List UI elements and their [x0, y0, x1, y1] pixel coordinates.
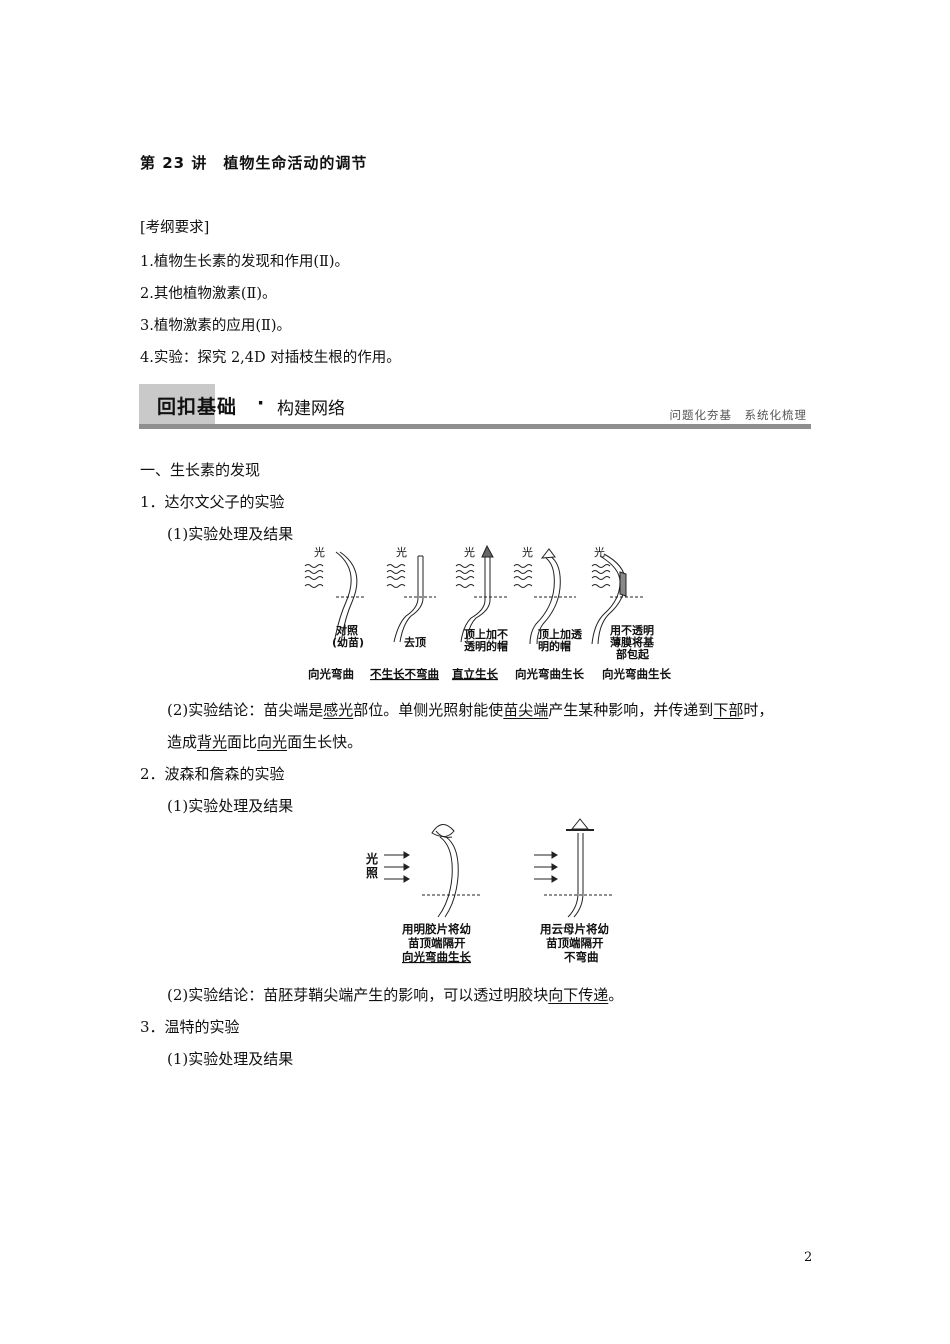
seedling-base-covered-icon [591, 553, 627, 645]
light-label: 光 [365, 851, 378, 866]
panel-description: 用明胶片将幼 [401, 922, 471, 936]
subsection-subheading: (1)实验处理及结果 [167, 525, 294, 543]
panel-description: 透明的帽 [464, 639, 508, 653]
subsection-heading: 2．波森和詹森的实验 [140, 765, 285, 783]
light-waves-icon [513, 564, 533, 588]
panel-description: 顶上加透 [538, 627, 583, 641]
seedling-gelatin-icon [431, 824, 459, 918]
darwin-conclusion-line2: 造成背光面比向光面生长快。 [167, 733, 363, 751]
panel-result: 向光弯曲生长 [402, 950, 471, 964]
light-label: 照 [366, 865, 378, 880]
banner-accent-box [139, 384, 215, 424]
banner-tagline: 问题化夯基 系统化梳理 [669, 408, 807, 422]
panel-description: 顶上加不 [464, 627, 508, 641]
panel-description: 用不透明 [610, 624, 654, 637]
page-number: 2 [804, 1250, 813, 1265]
boysen-conclusion: (2)实验结论：苗胚芽鞘尖端产生的影响，可以透过明胶块向下传递。 [167, 986, 624, 1004]
requirement-item: 4.实验：探究 2,4D 对插枝生根的作用。 [140, 350, 401, 366]
section-heading: 一、生长素的发现 [140, 461, 261, 479]
panel-result: 向光弯曲 [308, 667, 354, 681]
panel-description: 对照 [336, 623, 358, 637]
light-label: 光 [314, 545, 325, 559]
subsection-heading: 3．温特的实验 [140, 1018, 240, 1036]
panel-description: 明的帽 [538, 639, 571, 653]
requirements-heading: [考纲要求] [140, 220, 210, 236]
requirement-item: 3.植物激素的应用(Ⅱ)。 [140, 318, 292, 334]
light-arrows-icon [534, 851, 558, 883]
subsection-subheading: (1)实验处理及结果 [167, 797, 294, 815]
light-waves-icon [304, 564, 324, 588]
panel-result: 向光弯曲生长 [515, 667, 584, 681]
panel-description: (幼苗) [332, 635, 364, 649]
seedling-opaque-cap-icon [460, 544, 494, 643]
banner-subtitle: 构建网络 [277, 399, 345, 419]
panel-result: 直立生长 [452, 667, 498, 681]
panel-description: 苗顶端隔开 [408, 936, 466, 950]
light-waves-icon [455, 564, 475, 588]
panel-description: 苗顶端隔开 [546, 936, 604, 950]
requirement-item: 2.其他植物激素(Ⅱ)。 [140, 286, 277, 302]
panel-result: 向光弯曲生长 [602, 667, 671, 681]
section-banner: 回扣基础 · 构建网络 问题化夯基 系统化梳理 [139, 384, 811, 430]
seedling-transparent-cap-icon [529, 548, 561, 645]
lecture-title: 第 23 讲 植物生命活动的调节 [140, 154, 368, 172]
panel-result: 不弯曲 [564, 950, 599, 964]
light-label: 光 [464, 545, 475, 559]
light-arrows-icon [384, 851, 410, 883]
panel-description: 薄膜将基 [610, 635, 655, 649]
panel-result: 不生长不弯曲 [370, 667, 439, 681]
seedling-mica-icon [566, 818, 594, 918]
requirement-item: 1.植物生长素的发现和作用(Ⅱ)。 [140, 254, 350, 270]
light-label: 光 [396, 545, 407, 559]
panel-description: 去顶 [404, 635, 426, 649]
seedling-decapitated-icon [393, 555, 424, 643]
light-label: 光 [522, 545, 533, 559]
banner-title: 回扣基础 [157, 396, 238, 418]
boysen-experiment-figure: 光 照 用明胶片将幼 苗顶端隔开 向光弯曲生长 用云母片将幼 苗顶端隔开 不弯曲 [365, 818, 612, 964]
panel-description: 部包起 [616, 647, 650, 661]
banner-separator: · [257, 392, 265, 414]
banner-rule [139, 424, 811, 429]
darwin-experiment-figure: 光 光 光 光 光 对照 (幼苗) 去顶 顶上加不 透明的帽 顶上加透 明的帽 … [304, 544, 671, 681]
seedling-control-icon [333, 551, 358, 645]
light-label: 光 [594, 545, 605, 559]
panel-description: 用云母片将幼 [539, 922, 609, 936]
light-waves-icon [591, 564, 611, 588]
subsection-heading: 1．达尔文父子的实验 [140, 493, 285, 511]
subsection-subheading: (1)实验处理及结果 [167, 1050, 294, 1068]
darwin-conclusion-line1: (2)实验结论：苗尖端是感光部位。单侧光照射能使苗尖端产生某种影响，并传递到下部… [167, 701, 774, 719]
light-waves-icon [386, 564, 406, 588]
